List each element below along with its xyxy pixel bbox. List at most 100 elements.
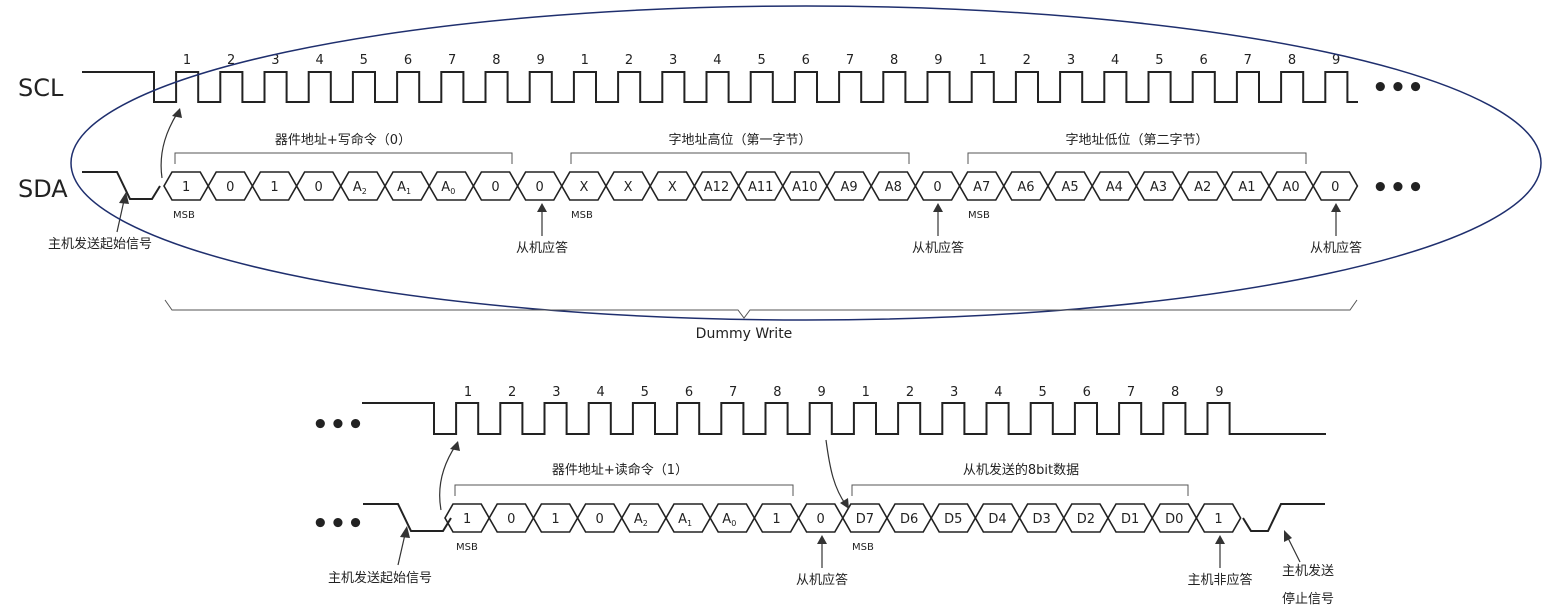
bottom-stop-note-line2: 停止信号 [1282, 591, 1334, 607]
top-sda-cell-text: X [624, 180, 633, 195]
top-group3-label: 字地址低位（第二字节） [1065, 133, 1208, 148]
bottom-msb-1: MSB [456, 542, 478, 553]
bottom-sda-ellipsis: ••• [312, 509, 365, 539]
top-sda-cell-text: 0 [491, 180, 499, 195]
bottom-sda-cell-text: 0 [596, 512, 604, 527]
top-clock-number: 5 [360, 53, 368, 68]
top-start-arrowhead [119, 192, 129, 204]
top-sda-cell-text: 0 [536, 180, 544, 195]
bottom-scl-ellipsis: ••• [312, 410, 365, 440]
top-group2-label: 字地址高位（第一字节） [668, 132, 811, 148]
top-clock-number: 3 [669, 53, 677, 68]
top-sda-cell-text: A0 [441, 180, 455, 196]
top-clock-number: 1 [978, 53, 986, 68]
top-ack-2: 从机应答 [912, 203, 964, 256]
top-brace-group3 [967, 152, 1307, 164]
bottom-clock-number: 2 [906, 385, 914, 400]
top-clock-number: 2 [625, 53, 633, 68]
top-sda-cell-text: A11 [748, 180, 773, 195]
top-scl-waveform [82, 71, 1358, 103]
top-msb-3: MSB [968, 210, 990, 221]
top-clock-number: 4 [713, 53, 721, 68]
bottom-msb-2: MSB [852, 542, 874, 553]
top-clock-number: 8 [492, 53, 500, 68]
top-ack-1: 从机应答 [516, 203, 568, 256]
top-clock-number: 4 [315, 53, 323, 68]
top-sda-cell-text: 0 [226, 180, 234, 195]
bottom-scl-waveform [362, 402, 1326, 435]
bottom-sda-cell [1195, 503, 1242, 533]
bottom-sda-cell-text: D2 [1077, 512, 1095, 527]
bottom-ack-to-data-arrowhead [840, 498, 849, 509]
bottom-clock-number: 9 [817, 385, 825, 400]
bottom-clock-number: 8 [1171, 385, 1179, 400]
bottom-sda-cell-text: D3 [1033, 512, 1051, 527]
bottom-clock-number: 6 [685, 385, 693, 400]
top-sda-cell-text: A8 [885, 180, 902, 195]
bottom-clock-number: 7 [1127, 385, 1135, 400]
top-clock-number: 1 [581, 53, 589, 68]
bottom-start-note: 主机发送起始信号 [328, 570, 432, 586]
bottom-sda-stop-edge [1242, 503, 1325, 532]
bottom-group1-label: 器件地址+读命令（1） [552, 462, 688, 478]
top-clock-number: 3 [271, 53, 279, 68]
top-clock-number: 6 [404, 53, 412, 68]
bottom-stop: 主机发送 停止信号 [1282, 530, 1334, 607]
top-ack-3: 从机应答 [1310, 203, 1362, 256]
bottom-clock-number: 2 [508, 385, 516, 400]
top-sda-cell-text: A9 [841, 180, 858, 195]
top-clock-number: 6 [1199, 53, 1207, 68]
top-sda-cell-text: A1 [1238, 180, 1255, 195]
top-clock-number: 8 [890, 53, 898, 68]
top-clock-number: 7 [448, 53, 456, 68]
bottom-brace-group2 [851, 484, 1189, 496]
bottom-ack-to-data-curve-arrow [825, 439, 847, 506]
bottom-clock-number: 1 [464, 385, 472, 400]
dummy-write-ellipse [70, 5, 1542, 321]
top-sda-cell-text: 0 [1331, 180, 1339, 195]
top-sda-cell-text: 1 [270, 180, 278, 195]
bottom-start-curve-arrowhead [450, 441, 460, 451]
top-clock-number: 9 [536, 53, 544, 68]
bottom-sda-cell-text: D4 [988, 512, 1006, 527]
bottom-sda-cell-text: 1 [551, 512, 559, 527]
bottom-sda-cell-text: 1 [463, 512, 471, 527]
bottom-sda-cell-text: D0 [1165, 512, 1183, 527]
top-sda-cell-text: A6 [1017, 180, 1034, 195]
top-sda-cell-text: 0 [933, 180, 941, 195]
bottom-clock-number: 8 [773, 385, 781, 400]
top-clock-number: 8 [1288, 53, 1296, 68]
bottom-ack-note: 从机应答 [796, 572, 848, 588]
top-sda-cell-text: A10 [792, 180, 817, 195]
bottom-sda-cell-text: 1 [772, 512, 780, 527]
bottom-clock-number: 5 [1038, 385, 1046, 400]
bottom-nack: 主机非应答 [1187, 535, 1253, 588]
top-sda-cell-text: 1 [182, 180, 190, 195]
top-sda-cell-text: A4 [1106, 180, 1123, 195]
scl-label: SCL [18, 74, 64, 102]
bottom-sda-start-edge [363, 503, 452, 532]
bottom-clock-number: 5 [641, 385, 649, 400]
top-ack-note-1: 从机应答 [516, 240, 568, 256]
top-clock-number: 3 [1067, 53, 1075, 68]
top-clock-number: 7 [1244, 53, 1252, 68]
top-sda-cell-text: A0 [1283, 180, 1300, 195]
top-sda-cell-text: A3 [1150, 180, 1167, 195]
top-sda-cell-text: A12 [704, 180, 729, 195]
top-sda-cell-text: A2 [1194, 180, 1211, 195]
top-scl-ellipsis: ••• [1372, 73, 1425, 103]
top-ack-note-2: 从机应答 [912, 240, 964, 256]
top-msb-1: MSB [173, 210, 195, 221]
bottom-clock-number: 6 [1083, 385, 1091, 400]
top-clock-number: 5 [757, 53, 765, 68]
bottom-clock-number: 3 [950, 385, 958, 400]
top-start-curve-arrowhead [172, 108, 182, 118]
bottom-clock-number: 1 [862, 385, 870, 400]
top-clock-number: 2 [1023, 53, 1031, 68]
bottom-brace-group1 [454, 484, 794, 496]
bottom-start-curve-arrow [439, 444, 457, 511]
top-clock-number: 2 [227, 53, 235, 68]
top-sda-cell-text: A2 [353, 180, 367, 196]
